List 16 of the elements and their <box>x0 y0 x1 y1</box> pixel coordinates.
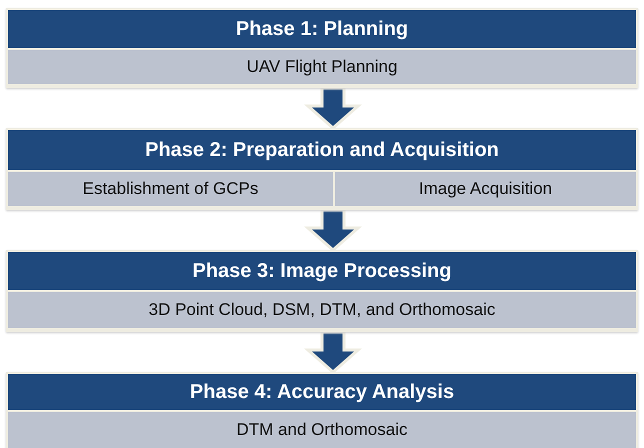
step-bar: 3D Point Cloud, DSM, DTM, and Orthomosaic <box>8 292 636 328</box>
phase-title: Phase 1: Planning <box>8 10 636 48</box>
step-bar: UAV Flight Planning <box>8 50 636 84</box>
phase-panel <box>6 372 638 448</box>
phase-title: Phase 2: Preparation and Acquisition <box>8 130 636 170</box>
phase-panel <box>6 8 638 88</box>
block-arrow <box>304 330 362 374</box>
step-bar: Image Acquisition <box>335 172 636 206</box>
phase-title: Phase 4: Accuracy Analysis <box>8 374 636 410</box>
phase-title: Phase 3: Image Processing <box>8 252 636 290</box>
block-arrow <box>304 208 362 252</box>
block-arrow <box>304 86 362 130</box>
phase-panel <box>6 128 638 210</box>
phase-panel <box>6 250 638 332</box>
step-bar: DTM and Orthomosaic <box>8 412 636 448</box>
step-bar: Establishment of GCPs <box>8 172 333 206</box>
